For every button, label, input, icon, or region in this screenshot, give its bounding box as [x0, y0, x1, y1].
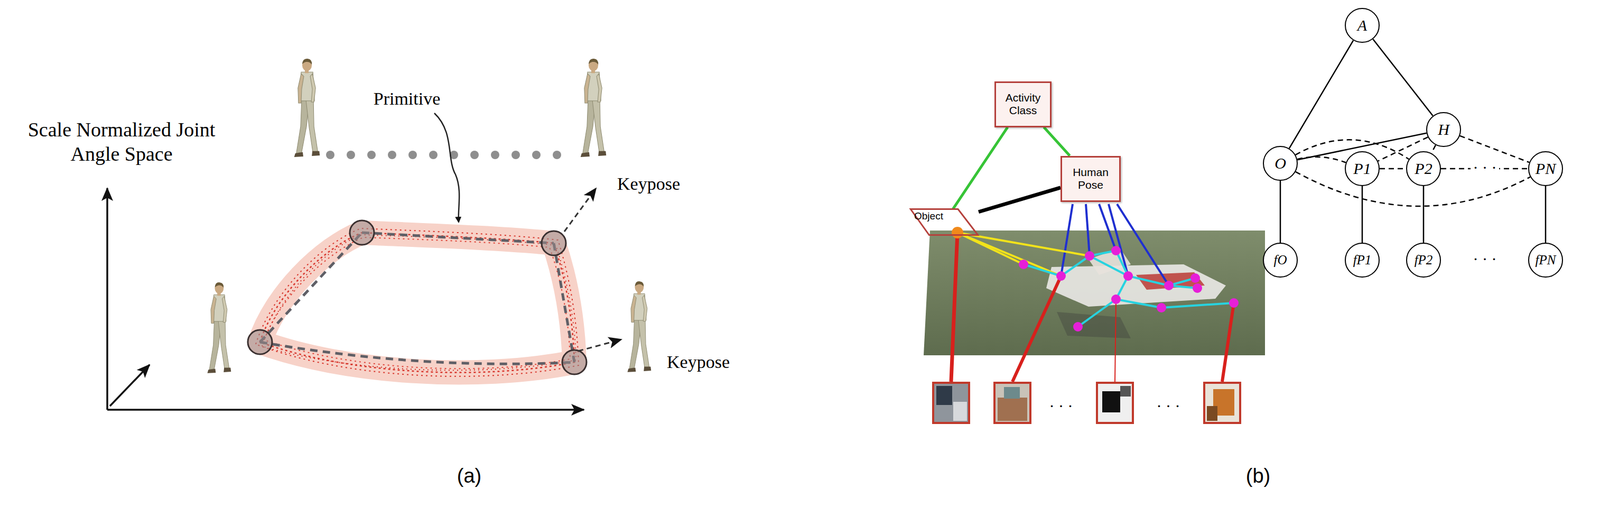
connector [1043, 127, 1070, 156]
object-label: Object [909, 208, 979, 236]
node-text: Object [914, 210, 944, 222]
connector [1422, 185, 1425, 243]
graph-node: H [1426, 112, 1462, 147]
node-text: fP2 [1414, 252, 1434, 268]
graph-node: P1 [1344, 151, 1380, 186]
callout-label: Keypose [617, 172, 681, 195]
graph-node: PN [1528, 151, 1564, 186]
graph-node: P2 [1406, 151, 1441, 186]
node-text-group: Human Pose [1065, 165, 1116, 192]
feature-node: fP1 [1344, 242, 1380, 278]
callout-label: Primitive [373, 87, 441, 110]
panel-label: (a) [457, 463, 482, 488]
connector [1372, 39, 1433, 116]
feature-node: fO [1262, 242, 1298, 278]
connector [1361, 185, 1364, 243]
connector [1279, 180, 1282, 243]
pose-box: Human Pose [1060, 155, 1121, 202]
node-text-group: fP2 [1414, 252, 1434, 268]
node-text-group: A [1357, 16, 1367, 35]
node-text: O [1274, 154, 1287, 173]
node-text: fPN [1535, 252, 1557, 268]
node-text-group: P2 [1414, 159, 1432, 178]
node-text: fP1 [1353, 252, 1372, 268]
connector [1431, 144, 1436, 153]
node-text: Human Pose [1065, 165, 1116, 192]
graph-node: A [1344, 7, 1380, 43]
connector [1545, 185, 1547, 243]
node-text-group: fO [1273, 252, 1288, 268]
node-text-group: Activity Class [999, 91, 1047, 117]
connector [1379, 168, 1407, 170]
ellipsis: · · · [1470, 157, 1500, 178]
panel-label: (b) [1245, 463, 1271, 488]
node-text: H [1437, 120, 1450, 139]
feature-node: fPN [1528, 242, 1564, 278]
feature-node: fP2 [1406, 242, 1441, 278]
activity-box: Activity Class [994, 81, 1052, 128]
connector [1289, 40, 1354, 148]
connector [1297, 156, 1346, 163]
ellipsis: · · · [1473, 249, 1497, 269]
node-text-group: O [1274, 154, 1287, 173]
graph-node: O [1262, 145, 1298, 181]
node-text: P2 [1414, 159, 1432, 178]
ellipsis: · · · [1049, 396, 1074, 416]
node-text: Activity Class [999, 91, 1047, 117]
connector [953, 127, 1008, 210]
connector [978, 187, 1061, 212]
node-text-group: fP1 [1353, 252, 1372, 268]
node-text-group: PN [1535, 159, 1556, 178]
node-text: A [1357, 16, 1367, 35]
node-text-group: H [1437, 120, 1450, 139]
object-outline-shape [910, 209, 978, 236]
callout-label: Keypose [666, 350, 730, 373]
axis-title: Scale Normalized Joint Angle Space [7, 117, 236, 167]
node-text: fO [1273, 252, 1288, 268]
node-text: P1 [1353, 159, 1371, 178]
node-text-group: Object [914, 210, 944, 222]
node-text-group: fPN [1535, 252, 1557, 268]
ellipsis: · · · [1156, 396, 1181, 416]
node-text-group: P1 [1353, 159, 1371, 178]
node-text: PN [1535, 159, 1556, 178]
